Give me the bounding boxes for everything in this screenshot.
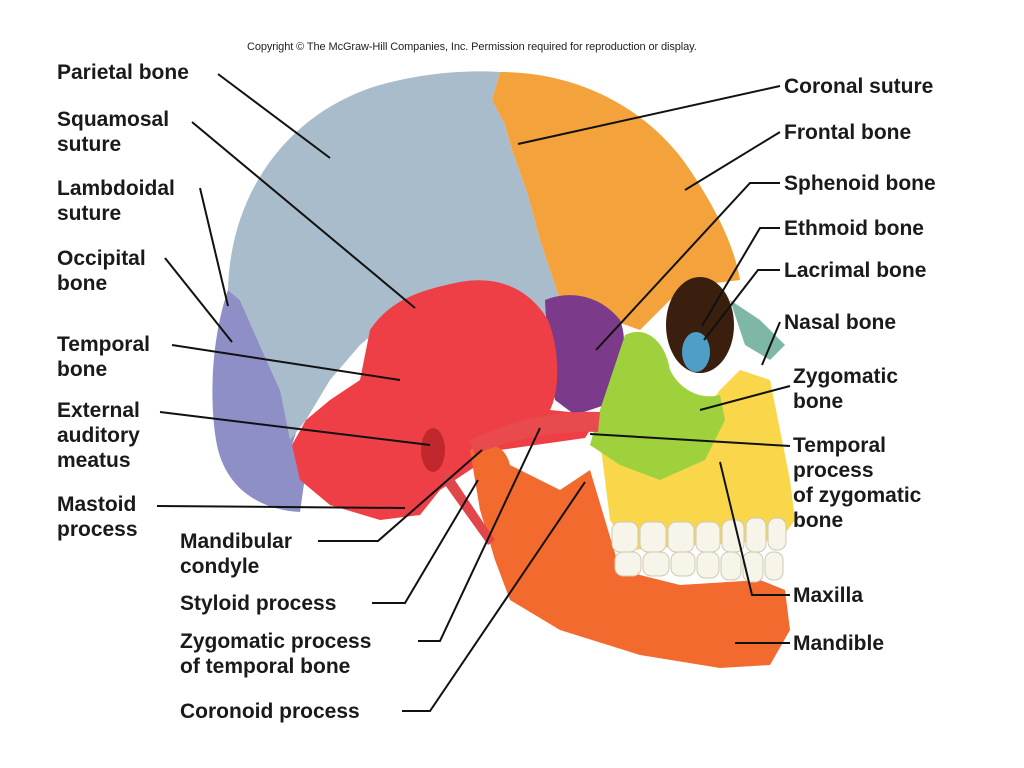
- leader-frontal: [684, 131, 781, 191]
- lacrimal-region: [682, 332, 710, 372]
- temporal-bone-region: [292, 280, 600, 520]
- leader-condyle: [318, 449, 483, 542]
- leader-lines: [156, 73, 791, 712]
- label-sphenoid-bone: Sphenoid bone: [784, 172, 936, 195]
- label-coronal-suture: Coronal suture: [784, 75, 934, 98]
- label-temporal-bone: Temporal bone: [57, 333, 150, 381]
- leader-parietal: [217, 73, 331, 159]
- label-coronoid-process: Coronoid process: [180, 700, 360, 723]
- leader-squamosal: [191, 121, 416, 309]
- label-styloid-process: Styloid process: [180, 592, 337, 615]
- leader-temporal-process: [589, 433, 791, 447]
- label-lacrimal-bone: Lacrimal bone: [784, 259, 927, 282]
- leader-occipital: [164, 257, 233, 343]
- leader-lambdoidal: [199, 187, 229, 307]
- leader-styloid: [372, 479, 479, 604]
- label-mandible: Mandible: [793, 632, 885, 655]
- leader-ethmoid: [701, 227, 780, 327]
- leader-nasal: [761, 321, 781, 366]
- label-parietal-bone: Parietal bone: [57, 61, 189, 84]
- label-frontal-bone: Frontal bone: [784, 121, 912, 144]
- label-maxilla: Maxilla: [793, 584, 864, 607]
- leader-zygomatic: [699, 385, 791, 411]
- leader-mastoid: [156, 505, 406, 509]
- zygomatic-arch-region: [470, 411, 600, 455]
- leader-sphenoid: [595, 182, 780, 351]
- label-nasal-bone: Nasal bone: [784, 311, 897, 334]
- label-occipital-bone: Occipital bone: [57, 247, 146, 295]
- styloid-region: [440, 470, 495, 545]
- parietal-bone-region: [228, 71, 560, 441]
- leader-coronoid: [402, 481, 586, 712]
- auditory-meatus-region: [421, 428, 445, 472]
- label-squamosal-suture: Squamosal suture: [57, 108, 170, 156]
- label-external-auditory-meatus: External auditory meatus: [57, 399, 140, 472]
- label-lambdoidal-suture: Lambdoidal suture: [57, 177, 175, 225]
- teeth-region: [611, 517, 787, 583]
- sphenoid-bone-region: [545, 295, 625, 415]
- label-temporal-process-zygomatic: Temporal process of zygomatic bone: [793, 434, 922, 532]
- mandible-region: [470, 445, 790, 668]
- label-zygomatic-bone: Zygomatic bone: [793, 365, 899, 413]
- leader-lacrimal: [703, 269, 780, 341]
- leader-maxilla: [719, 461, 790, 596]
- zygomatic-bone-region: [590, 331, 725, 480]
- label-zygomatic-process-temporal: Zygomatic process of temporal bone: [180, 630, 372, 678]
- occipital-bone-region: [212, 290, 306, 512]
- leader-temporal: [171, 344, 401, 381]
- leader-coronal: [517, 85, 781, 145]
- copyright-notice: Copyright © The McGraw-Hill Companies, I…: [247, 41, 697, 53]
- label-ethmoid-bone: Ethmoid bone: [784, 217, 924, 240]
- label-mandibular-condyle: Mandibular condyle: [180, 530, 293, 578]
- label-mastoid-process: Mastoid process: [57, 493, 138, 541]
- leader-auditory: [159, 411, 431, 446]
- leader-zygomatic-process: [418, 427, 541, 642]
